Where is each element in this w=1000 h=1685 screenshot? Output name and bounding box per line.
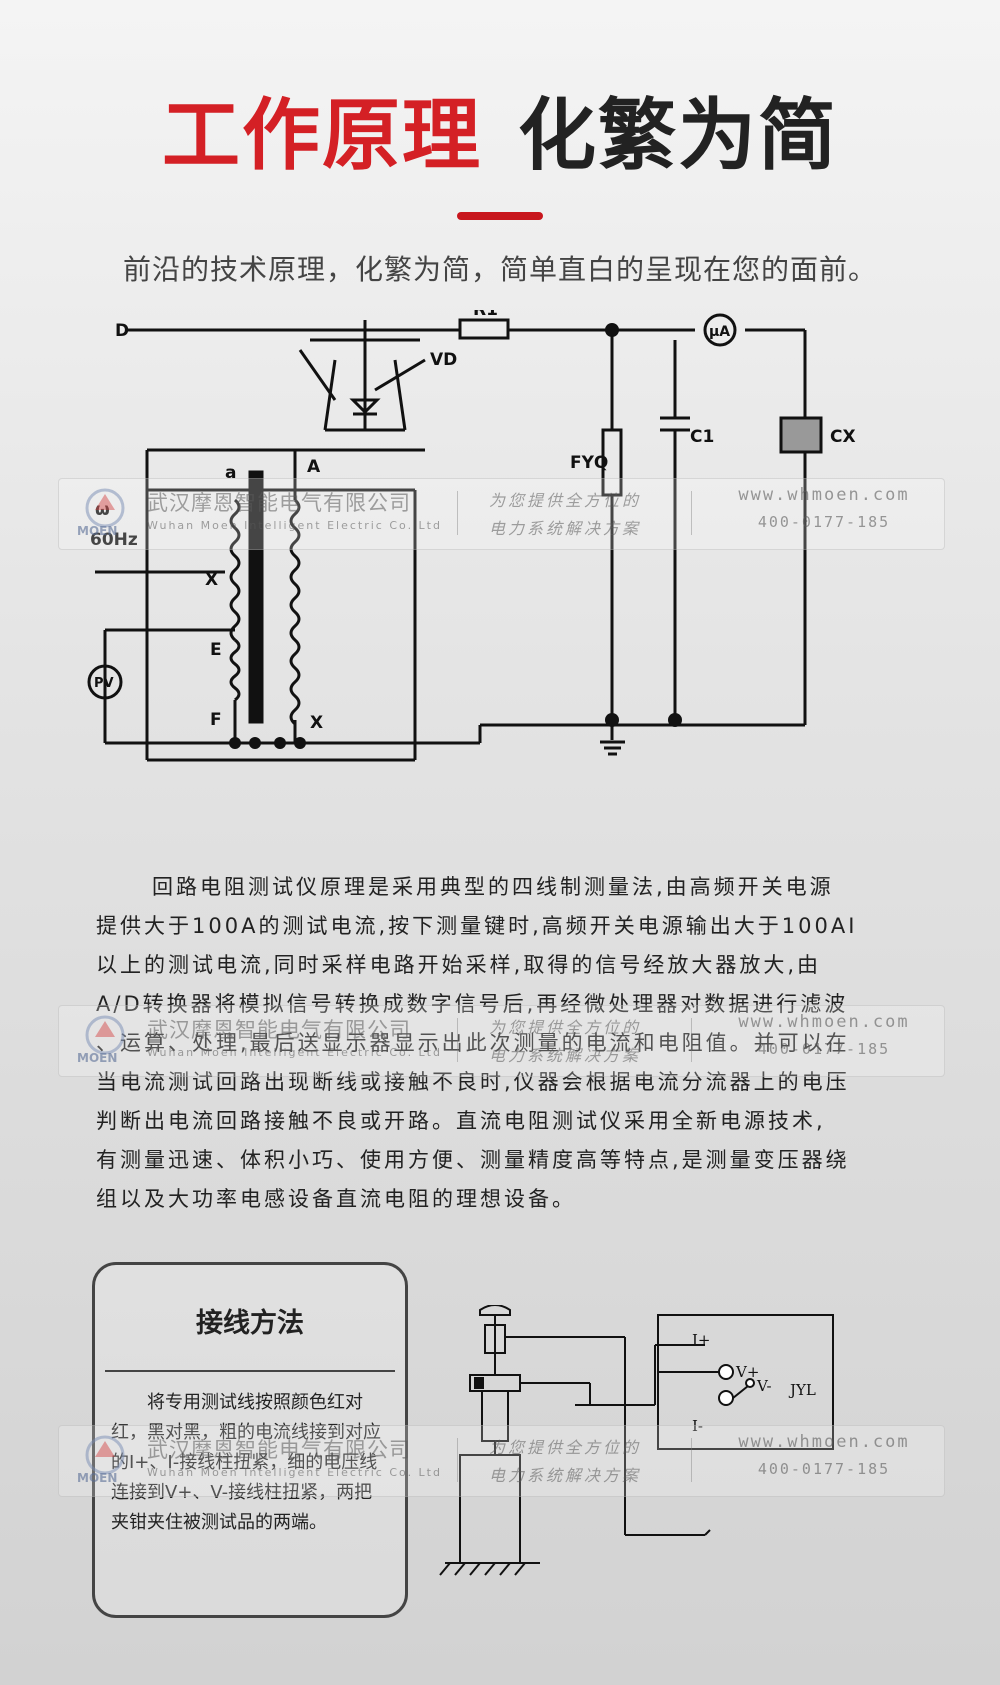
label-v-minus: V- [756,1377,772,1395]
label-D: D [115,321,129,341]
label-uA: μA [709,324,730,340]
label-CX: CX [830,427,856,447]
page-title: 工作原理化繁为简 [0,88,1000,184]
label-F: F [210,710,222,730]
title-highlight: 工作原理 [161,91,482,181]
title-underline [457,212,543,220]
description-line: 提供大于100A的测试电流,按下测量键时,高频开关电源输出大于100AI [96,914,858,938]
page-subtitle: 前沿的技术原理，化繁为简，简单直白的呈现在您的面前。 [122,253,877,286]
label-A: A [307,457,321,477]
description-line: 、运算、处理,最后送显示器显示出此次测量的电流和电阻值。并可以在 [96,1031,850,1055]
description-line: A/D转换器将模拟信号转换成数字信号后,再经微处理器对数据进行滤波 [96,992,849,1016]
description-line: 判断出电流回路接触不良或开路。直流电阻测试仪采用全新电源技术, [96,1109,826,1133]
label-i-minus: I- [692,1417,703,1435]
wiring-method-card: 接线方法 将专用测试线按照颜色红对红，黑对黑，粗的电流线接到对应的I+、I-接线… [92,1262,408,1618]
label-R1: R1 [473,310,498,320]
label-v-plus: V+ [735,1363,759,1381]
divider [105,1370,395,1372]
label-FYQ: FYQ [570,453,608,473]
label-PV: PV [94,676,114,691]
description-line: 组以及大功率电感设备直流电阻的理想设备。 [96,1187,576,1211]
label-60hz: 60Hz [90,530,138,550]
label-VD: VD [430,350,457,370]
description-line: 有测量迅速、体积小巧、使用方便、测量精度高等特点,是测量变压器绕 [96,1148,850,1172]
wiring-diagram: I+ V+ V- JYL I- [439,1305,834,1576]
label-jyl: JYL [788,1381,816,1399]
wiring-title: 接线方法 [196,1308,304,1339]
description-line: 当电流测试回路出现断线或接触不良时,仪器会根据电流分流器上的电压 [96,1070,850,1094]
label-C1: C1 [690,427,714,447]
label-E: E [210,640,222,660]
wiring-text: 将专用测试线按照颜色红对红，黑对黑，粗的电流线接到对应的I+、I-接线柱扭紧，细… [111,1392,381,1533]
principle-description: 回路电阻测试仪原理是采用典型的四线制测量法,由高频开关电源 提供大于100A的测… [96,868,916,1219]
label-X1: X [205,570,218,590]
label-omega: ω [95,500,110,520]
label-a: a [225,463,236,483]
title-main: 化繁为简 [518,91,839,181]
label-X2: X [310,713,323,733]
description-line: 以上的测试电流,同时采样电路开始采样,取得的信号经放大器放大,由 [96,953,822,977]
circuit-diagram: D R1 VD μA C1 CX FYQ A a ω 60Hz X X E F … [87,310,856,762]
description-line: 回路电阻测试仪原理是采用典型的四线制测量法,由高频开关电源 [152,875,834,899]
label-i-plus: I+ [692,1331,711,1349]
